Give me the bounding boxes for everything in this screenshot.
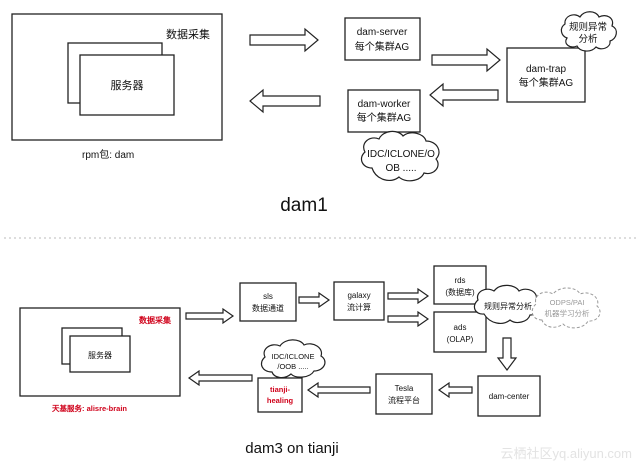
dam3-section: 数据采集 服务器 天基服务: alisre-brain sls 数据通道 gal… xyxy=(19,265,601,457)
arrow-tesla-to-healing xyxy=(306,381,371,399)
dam-server-sublabel: 每个集群AG xyxy=(355,40,410,53)
rule-cloud-sublabel-top: 分析 xyxy=(578,33,598,45)
tesla-box xyxy=(375,373,433,415)
rule-cloud-top xyxy=(560,11,617,52)
galaxy-sublabel: 流计算 xyxy=(347,302,371,312)
rule-cloud-label-top: 规则异常 xyxy=(569,21,607,33)
arrow-center-to-tesla xyxy=(437,381,473,399)
ads-box xyxy=(433,311,487,353)
dam1-section: 数据采集 服务器 rpm包: dam dam-server 每个集群AG dam… xyxy=(11,11,617,216)
dam-worker-sublabel: 每个集群AG xyxy=(357,111,412,124)
dam-trap-sublabel: 每个集群AG xyxy=(519,76,574,89)
rpm-label: rpm包: dam xyxy=(82,148,134,161)
idc-cloud-label-bottom: IDC/ICLONE xyxy=(272,352,315,361)
dam-worker-box xyxy=(347,89,421,133)
idc-cloud-sublabel-top: OB ..... xyxy=(385,163,416,174)
dam-worker-label: dam-worker xyxy=(358,99,411,110)
tesla-sublabel: 流程平台 xyxy=(388,395,420,405)
odps-cloud-label: ODPS/PAI xyxy=(550,298,585,307)
dam-trap-box xyxy=(506,47,586,103)
server-label-top: 服务器 xyxy=(111,79,144,92)
arrow-collect-to-server xyxy=(249,27,319,53)
dam-trap-label: dam-trap xyxy=(526,64,566,75)
arrow-healing-to-collect xyxy=(187,369,253,387)
dam3-title: dam3 on tianji xyxy=(245,440,338,457)
arrow-sls-to-galaxy xyxy=(298,291,331,309)
dam-center-box xyxy=(477,375,541,417)
server-front-box-bottom xyxy=(69,335,131,373)
sls-label: sls xyxy=(263,292,273,301)
galaxy-box xyxy=(333,281,385,321)
rule-cloud-label-bottom: 规则异常分析 xyxy=(484,301,532,311)
data-collect-label-top: 数据采集 xyxy=(166,27,210,41)
galaxy-label: galaxy xyxy=(347,291,370,300)
arrow-galaxy-to-rds xyxy=(387,287,430,305)
server-label-bottom: 服务器 xyxy=(88,350,112,360)
idc-cloud-top xyxy=(360,130,440,182)
arrow-worker-to-collect xyxy=(249,88,321,114)
arrow-server-to-trap xyxy=(431,47,501,73)
dam-server-label: dam-server xyxy=(357,27,408,38)
sls-box xyxy=(239,282,297,322)
server-front-box-top xyxy=(79,54,175,116)
rule-cloud-bottom xyxy=(473,284,541,324)
arrow-galaxy-to-ads xyxy=(387,310,430,328)
healing-box xyxy=(257,377,303,413)
rds-label: rds xyxy=(454,276,465,285)
healing-label: tianji- xyxy=(270,385,291,394)
dam-center-label: dam-center xyxy=(489,392,530,401)
healing-sublabel: healing xyxy=(267,396,294,405)
idc-cloud-sublabel-bottom: /OOB ..... xyxy=(277,362,308,371)
arrow-analysis-to-center xyxy=(496,337,518,371)
rds-sublabel: (数据库) xyxy=(445,287,475,297)
dam1-title: dam1 xyxy=(280,195,328,216)
idc-cloud-label-top: IDC/ICLONE/O xyxy=(367,149,435,160)
tianji-service-label: 天基服务: alisre-brain xyxy=(52,403,127,413)
dam-server-box xyxy=(344,17,421,61)
idc-cloud-bottom xyxy=(260,339,326,379)
odps-cloud xyxy=(531,287,601,329)
arrow-trap-to-worker xyxy=(429,82,499,108)
watermark: 云栖社区yq.aliyun.com xyxy=(501,446,632,461)
arrow-collect-to-sls xyxy=(185,307,235,325)
sls-sublabel: 数据通道 xyxy=(252,303,284,313)
ads-label: ads xyxy=(454,323,467,332)
tesla-label: Tesla xyxy=(395,384,414,393)
odps-cloud-sublabel: 机器学习分析 xyxy=(545,308,590,318)
data-collect-label-bottom: 数据采集 xyxy=(139,315,172,325)
ads-sublabel: (OLAP) xyxy=(447,335,474,344)
